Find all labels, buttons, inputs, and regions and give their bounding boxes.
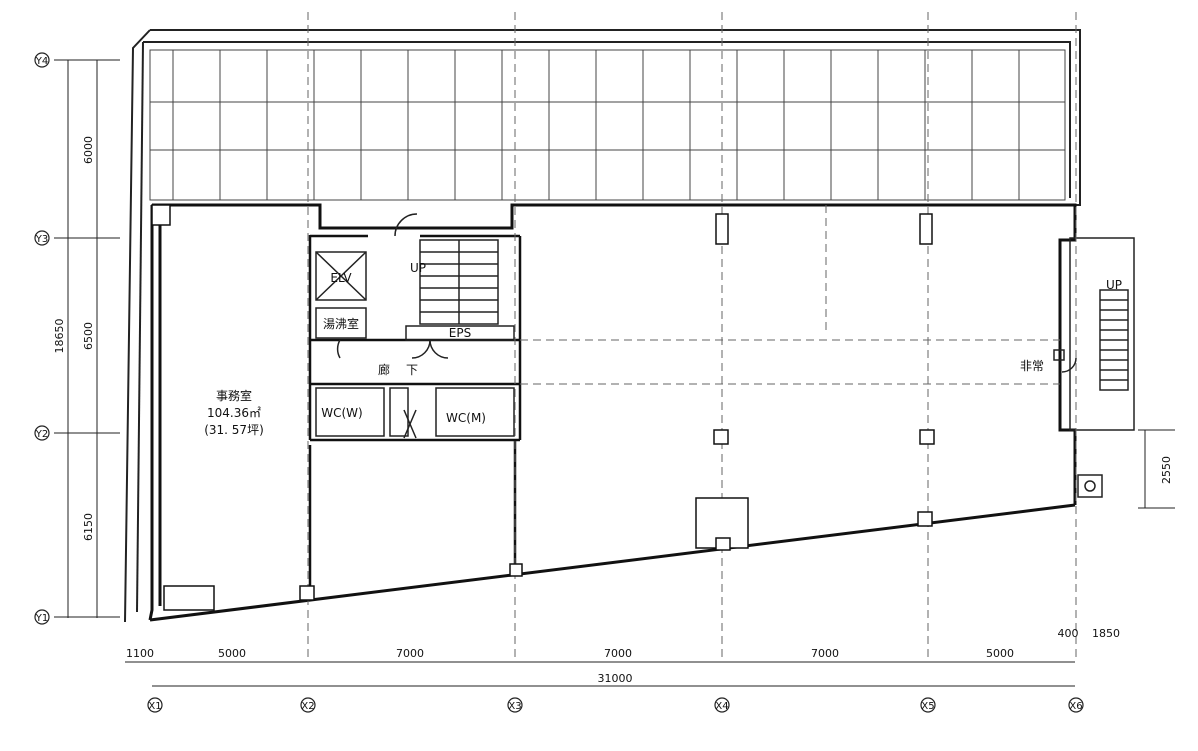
grid-label-x4: X4	[715, 701, 728, 712]
elevator-label: ELV	[330, 271, 352, 285]
grid-label-y3: Y3	[35, 234, 48, 245]
dim-bottom-5000-a: 5000	[218, 647, 246, 660]
dim-left-total: 18650	[53, 319, 66, 354]
eps-label: EPS	[449, 326, 471, 340]
elevator-box	[315, 251, 367, 301]
kitchen-label: 湯沸室	[323, 316, 359, 331]
grid-label-x3: X3	[508, 701, 521, 712]
dimension-lines	[54, 59, 1175, 687]
emergency-label: 非常	[1020, 359, 1044, 373]
grid-label-x2: X2	[301, 701, 314, 712]
office-name: 事務室	[216, 388, 252, 403]
main-floor	[148, 203, 1077, 622]
grid-label-y1: Y1	[35, 613, 48, 624]
grid-label-x5: X5	[921, 701, 934, 712]
office-area: 104.36㎡	[207, 406, 261, 420]
emergency-stair	[1053, 237, 1135, 498]
kitchen-box	[315, 307, 367, 339]
dim-bottom-total: 31000	[598, 672, 633, 685]
grid-bubble-x2	[300, 697, 316, 713]
office-tsubo: (31. 57坪)	[204, 423, 264, 437]
grid-bubble-x6	[1068, 697, 1084, 713]
columns	[151, 204, 935, 611]
grid-label-x1: X1	[148, 701, 161, 712]
dim-bottom-7000-a: 7000	[396, 647, 424, 660]
corridor-label-2: 下	[406, 363, 418, 377]
grid-label-y2: Y2	[35, 429, 48, 440]
building-outline	[124, 29, 1081, 623]
wc-m-room	[435, 387, 515, 437]
grid-lines	[307, 12, 1077, 660]
grid-bubble-y4	[34, 52, 50, 68]
grid-label-x6: X6	[1069, 701, 1082, 712]
grid-bubble-x3	[507, 697, 523, 713]
emergency-stair-up-label: UP	[1106, 278, 1122, 292]
x-grid-bubbles	[147, 697, 1084, 713]
core	[315, 213, 1077, 439]
dim-left-6000: 6000	[82, 136, 95, 164]
eps-box	[405, 325, 515, 341]
corridor-label-1: 廊	[378, 362, 390, 377]
grid-bubble-y1	[34, 609, 50, 625]
main-stair-up-label: UP	[410, 261, 426, 275]
dim-left-6500: 6500	[82, 322, 95, 350]
dim-bottom-7000-c: 7000	[811, 647, 839, 660]
dim-bottom-1850: 1850	[1092, 627, 1120, 640]
y-grid-bubbles	[34, 52, 50, 625]
wc-w-room	[315, 387, 385, 437]
dim-bottom-400: 400	[1058, 627, 1079, 640]
grid-label-y4: Y4	[35, 56, 48, 67]
dim-bottom-7000-b: 7000	[604, 647, 632, 660]
grid-bubble-x1	[147, 697, 163, 713]
grid-bubble-y2	[34, 425, 50, 441]
grid-bubble-x4	[714, 697, 730, 713]
dim-right-2550: 2550	[1160, 456, 1173, 484]
dim-bottom-1100: 1100	[126, 647, 154, 660]
grid-bubble-x5	[920, 697, 936, 713]
dim-left-6150: 6150	[82, 513, 95, 541]
dim-bottom-5000-b: 5000	[986, 647, 1014, 660]
balcony-grid	[149, 49, 1066, 201]
grid-bubble-y3	[34, 230, 50, 246]
wc-w-label: WC(W)	[321, 406, 362, 420]
wc-m-label: WC(M)	[446, 411, 486, 425]
